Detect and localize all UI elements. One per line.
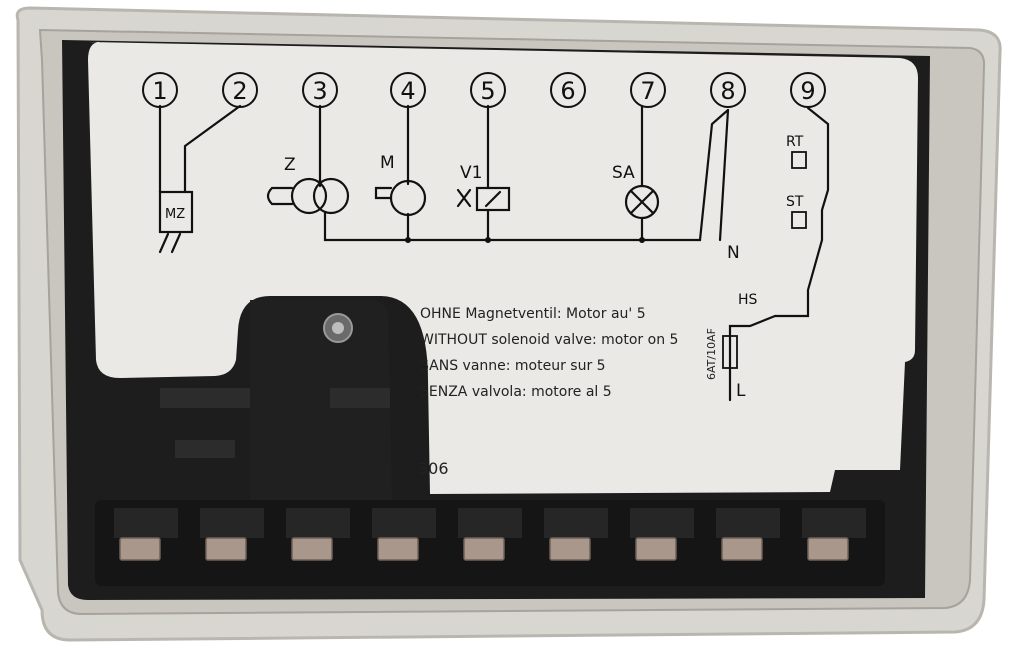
terminal-number-4: 4 [400, 77, 415, 105]
rib [330, 388, 390, 408]
transformer-electrode [266, 186, 294, 206]
terminal-number-2: 2 [232, 77, 247, 105]
mounting-pillar [250, 300, 392, 500]
main-switch-label: HS [738, 292, 758, 308]
terminal-block-1 [114, 508, 178, 538]
terminal-block-2 [200, 508, 264, 538]
flame-sensor-symbol [158, 190, 194, 234]
transformer-coil-b [312, 177, 350, 215]
terminal-number-5: 5 [480, 77, 495, 105]
terminal-tab-6 [549, 537, 591, 561]
neutral-wire [718, 108, 730, 242]
line-wire [728, 314, 777, 402]
neutral-label: N [727, 243, 740, 263]
room-thermostat-label: RT [786, 134, 804, 150]
terminal-number-9: 9 [800, 77, 815, 105]
terminal-number-7: 7 [640, 77, 655, 105]
transformer-label: Z [284, 155, 296, 175]
terminal-circle-6 [550, 72, 586, 108]
terminal-number-8: 8 [720, 77, 735, 105]
safety-thermostat-label: ST [786, 194, 804, 210]
rt-box [791, 151, 807, 169]
terminal-tab-5 [463, 537, 505, 561]
note-de: OHNE Magnetventil: Motor au' 5 [420, 306, 646, 322]
sensor-arrows [158, 232, 182, 254]
transformer-coil-a [290, 177, 328, 215]
neutral-bus [323, 108, 730, 242]
model-number: 306 [418, 459, 449, 478]
rib [160, 388, 250, 408]
fuse-symbol [722, 335, 738, 369]
flame-sensor-label: MZ [165, 207, 185, 222]
wire-9 [773, 106, 830, 318]
terminal-circle-8 [710, 72, 746, 108]
wire-2-mz [183, 104, 242, 194]
note-en: WITHOUT solenoid valve: motor on 5 [420, 332, 678, 348]
terminal-block-5 [458, 508, 522, 538]
terminal-block-3 [286, 508, 350, 538]
terminal-block-6 [544, 508, 608, 538]
note-fr: SANS vanne: moteur sur 5 [420, 358, 606, 374]
rib [175, 440, 235, 458]
terminal-tab-7 [635, 537, 677, 561]
terminal-circle-7 [630, 72, 666, 108]
terminal-number-1: 1 [152, 77, 167, 105]
motor-shaft [374, 186, 393, 200]
alarm-lamp-label: SA [612, 163, 635, 183]
note-it: SENZA valvola: motore al 5 [420, 384, 612, 400]
terminal-tab-2 [205, 537, 247, 561]
terminal-tab-4 [377, 537, 419, 561]
terminal-number-6: 6 [560, 77, 575, 105]
wiring-label [88, 42, 918, 494]
terminal-tab-1 [119, 537, 161, 561]
terminal-block-4 [372, 508, 436, 538]
terminal-block-9 [802, 508, 866, 538]
line-label: L [736, 381, 746, 401]
terminal-number-3: 3 [312, 77, 327, 105]
valve-coil [475, 186, 511, 212]
terminal-tab-3 [291, 537, 333, 561]
st-box [791, 211, 807, 229]
terminal-tab-8 [721, 537, 763, 561]
terminal-block-7 [630, 508, 694, 538]
alarm-lamp-cross [629, 189, 655, 215]
screw-head [332, 322, 344, 334]
terminal-tab-9 [807, 537, 849, 561]
valve-symbol [456, 188, 502, 208]
valve-label: V1 [460, 163, 482, 183]
fuse-label: 6AT/10AF [705, 328, 718, 380]
motor-label: M [380, 153, 395, 173]
terminal-block-8 [716, 508, 780, 538]
bus-drops [406, 208, 644, 242]
